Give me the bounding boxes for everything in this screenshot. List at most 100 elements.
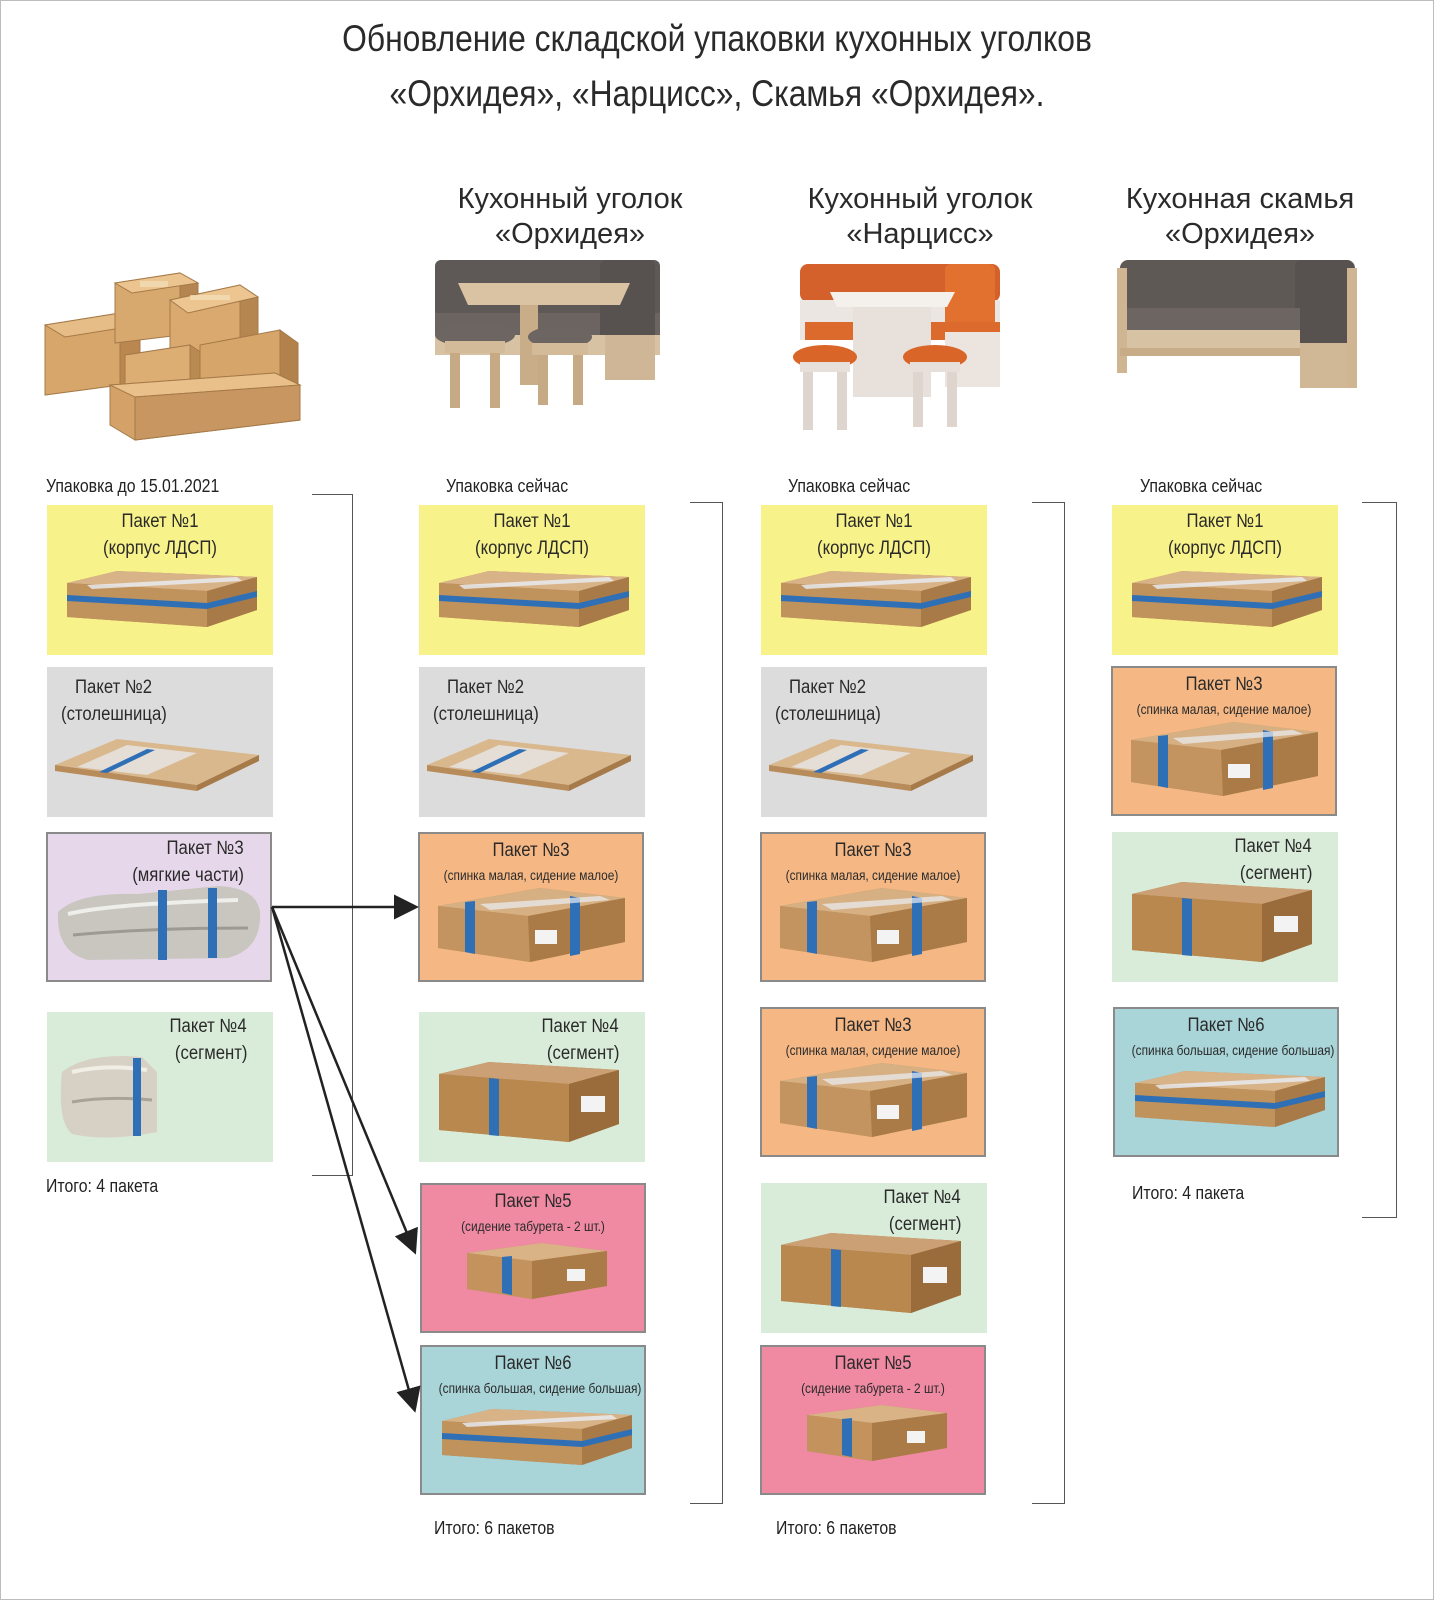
package-title: Пакет №1 <box>1186 511 1264 532</box>
narcissus-package-3b: Пакет №3 (спинка малая, сидение малое) <box>760 1007 986 1157</box>
orchid-packing-label: Упаковка сейчас <box>446 476 569 496</box>
narcissus-package-4: Пакет №4 (сегмент) <box>761 1183 987 1333</box>
orchid-package-3: Пакет №3 (спинка малая, сидение малое) <box>418 832 644 982</box>
bench-illustration <box>1117 260 1357 388</box>
package-title: Пакет №2 <box>75 677 153 698</box>
product-title-bench: Кухонная скамья «Орхидея» <box>1090 182 1390 252</box>
package-title: Пакет №6 <box>494 1353 572 1374</box>
package-contents: (сидение табурета - 2 шт.) <box>461 1218 605 1234</box>
package-title: Пакет №5 <box>834 1353 912 1374</box>
narcissus-package-1: Пакет №1 (корпус ЛДСП) <box>761 505 987 655</box>
package-contents: (столешница) <box>61 704 167 725</box>
package-contents: (корпус ЛДСП) <box>103 538 217 559</box>
old-package-3: Пакет №3 (мягкие части) <box>46 832 272 982</box>
narcissus-package-2: Пакет №2 (столешница) <box>761 667 987 817</box>
package-title: Пакет №1 <box>121 511 199 532</box>
orchid-package-2: Пакет №2 (столешница) <box>419 667 645 817</box>
package-box-image <box>438 888 625 962</box>
package-box-image <box>780 888 967 962</box>
narcissus-corner-illustration <box>793 264 1000 430</box>
orchid-package-4: Пакет №4 (сегмент) <box>419 1012 645 1162</box>
product-title-narcissus: Кухонный уголок «Нарцисс» <box>770 182 1070 252</box>
package-box-image <box>1131 722 1318 796</box>
old-packing-label: Упаковка до 15.01.2021 <box>46 476 220 496</box>
package-box-image <box>467 1243 607 1299</box>
package-box-image <box>439 571 629 627</box>
package-box-image <box>807 1405 947 1461</box>
package-box-image <box>1132 882 1312 962</box>
package-title: Пакет №4 <box>541 1016 619 1037</box>
package-box-image <box>1132 571 1322 627</box>
narcissus-total: Итого: 6 пакетов <box>776 1518 897 1538</box>
package-contents: (спинка малая, сидение малое) <box>1136 701 1312 717</box>
package-title: Пакет №1 <box>835 511 913 532</box>
bench-package-1: Пакет №1 (корпус ЛДСП) <box>1112 505 1338 655</box>
package-contents: (спинка малая, сидение малое) <box>785 1042 961 1058</box>
package-box-image <box>439 1062 619 1142</box>
package-title: Пакет №2 <box>789 677 867 698</box>
package-box-image <box>67 571 257 627</box>
page-title-line1: Обновление складской упаковки кухонных у… <box>342 18 1092 59</box>
package-contents: (сегмент) <box>888 1214 961 1235</box>
page-title-line2: «Орхидея», «Нарцисс», Скамья «Орхидея». <box>389 73 1045 114</box>
product-title-line1: Кухонный уголок <box>457 183 683 215</box>
bench-column-bracket <box>1362 502 1397 1218</box>
package-contents: (сегмент) <box>546 1043 619 1064</box>
orchid-corner-illustration <box>435 260 660 408</box>
package-contents: (корпус ЛДСП) <box>1168 538 1282 559</box>
package-box-image <box>1135 1071 1325 1127</box>
package-box-image <box>781 571 971 627</box>
package-title: Пакет №5 <box>494 1191 572 1212</box>
package-title: Пакет №4 <box>883 1187 961 1208</box>
arrow-to-orchid-package-5 <box>270 906 418 1255</box>
old-package-2: Пакет №2 (столешница) <box>47 667 273 817</box>
package-title: Пакет №3 <box>1185 674 1263 695</box>
orchid-package-6: Пакет №6 (спинка большая, сидение больша… <box>420 1345 646 1495</box>
orchid-total: Итого: 6 пакетов <box>434 1518 555 1538</box>
package-title: Пакет №2 <box>447 677 525 698</box>
package-title: Пакет №4 <box>169 1016 247 1037</box>
old-total: Итого: 4 пакета <box>46 1176 159 1196</box>
product-title-line1: Кухонный уголок <box>807 183 1033 215</box>
product-title-orchid: Кухонный уголок «Орхидея» <box>420 182 720 252</box>
package-title: Пакет №4 <box>1234 836 1312 857</box>
orchid-column-bracket <box>690 502 723 1504</box>
package-box-image <box>60 1056 157 1138</box>
product-title-line1: Кухонная скамья <box>1125 183 1355 215</box>
package-box-image <box>780 1063 967 1137</box>
package-box-image <box>55 739 259 791</box>
package-box-image <box>427 739 631 791</box>
package-contents: (корпус ЛДСП) <box>475 538 589 559</box>
bench-package-4: Пакет №4 (сегмент) <box>1112 832 1338 982</box>
narcissus-package-3a: Пакет №3 (спинка малая, сидение малое) <box>760 832 986 982</box>
bench-package-3: Пакет №3 (спинка малая, сидение малое) <box>1111 666 1337 816</box>
package-contents: (мягкие части) <box>132 865 244 886</box>
product-title-line2: «Нарцисс» <box>846 218 994 250</box>
package-title: Пакет №3 <box>834 840 912 861</box>
package-contents: (спинка большая, сидение большая) <box>1131 1042 1335 1058</box>
package-contents: (сидение табурета - 2 шт.) <box>801 1380 945 1396</box>
package-contents: (спинка малая, сидение малое) <box>443 867 619 883</box>
package-title: Пакет №3 <box>834 1015 912 1036</box>
narcissus-package-5: Пакет №5 (сидение табурета - 2 шт.) <box>760 1345 986 1495</box>
old-column-bracket <box>312 494 353 1176</box>
package-contents: (столешница) <box>433 704 539 725</box>
bench-total: Итого: 4 пакета <box>1132 1183 1245 1203</box>
old-package-4: Пакет №4 (сегмент) <box>47 1012 273 1162</box>
product-title-line2: «Орхидея» <box>1164 218 1316 250</box>
package-box-image <box>442 1409 632 1465</box>
package-title: Пакет №3 <box>166 838 244 859</box>
package-title: Пакет №1 <box>493 511 571 532</box>
bench-packing-label: Упаковка сейчас <box>1140 476 1263 496</box>
package-box-image <box>769 739 973 791</box>
old-package-1: Пакет №1 (корпус ЛДСП) <box>47 505 273 655</box>
package-title: Пакет №6 <box>1187 1015 1265 1036</box>
narcissus-packing-label: Упаковка сейчас <box>788 476 911 496</box>
orchid-package-5: Пакет №5 (сидение табурета - 2 шт.) <box>420 1183 646 1333</box>
package-contents: (спинка большая, сидение большая) <box>438 1380 642 1396</box>
package-contents: (столешница) <box>775 704 881 725</box>
package-box-image <box>781 1233 961 1313</box>
arrow-to-orchid-package-6 <box>270 906 421 1413</box>
package-contents: (спинка малая, сидение малое) <box>785 867 961 883</box>
package-title: Пакет №3 <box>492 840 570 861</box>
